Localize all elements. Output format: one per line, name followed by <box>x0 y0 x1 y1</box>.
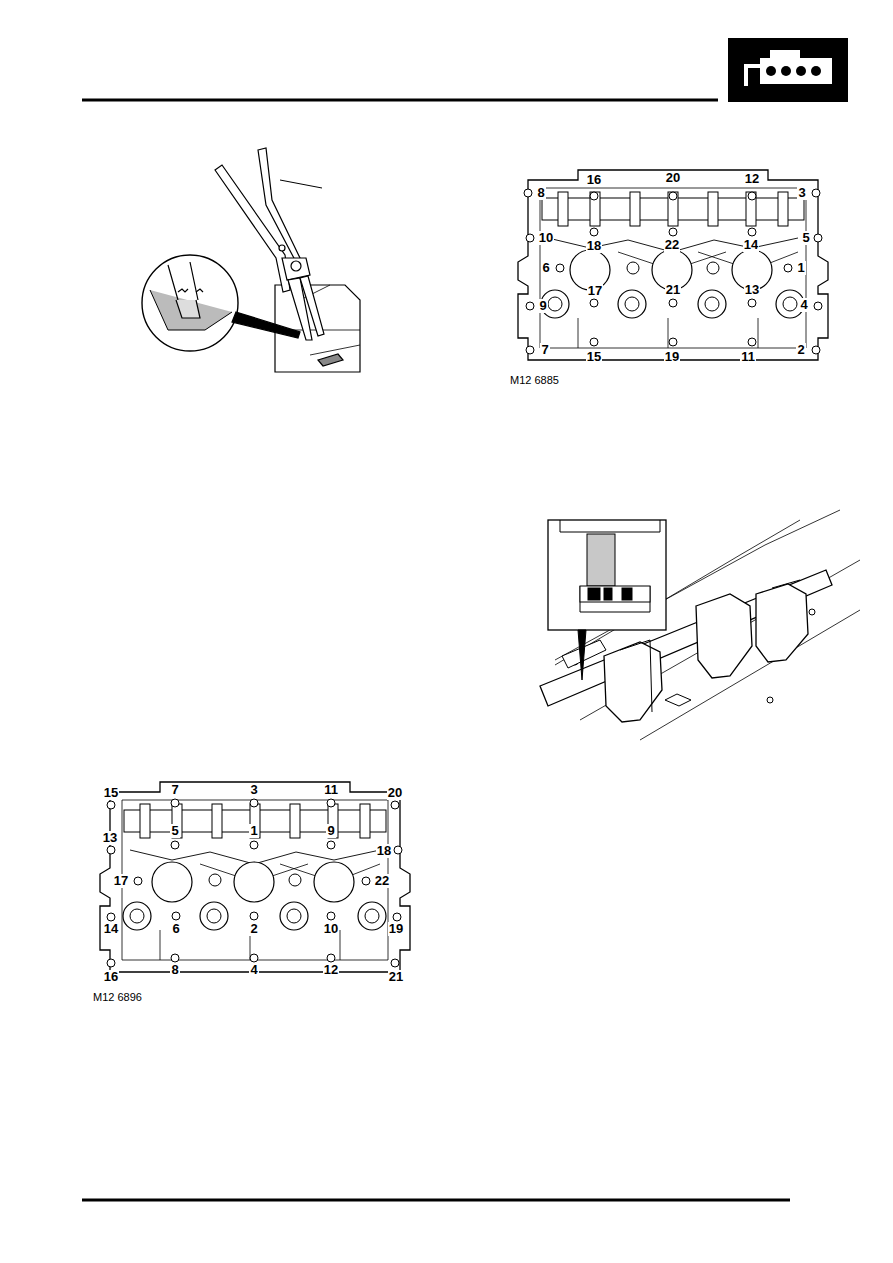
callout-number: 15 <box>586 350 602 364</box>
callout-number: 22 <box>374 874 390 888</box>
callout-number: 19 <box>388 922 404 936</box>
callout-number: 6 <box>171 922 180 936</box>
callout-number: 12 <box>744 172 760 186</box>
callout-number: 2 <box>249 922 258 936</box>
callout-number: 18 <box>376 844 392 858</box>
callout-number: 9 <box>538 299 547 313</box>
callout-number: 19 <box>664 350 680 364</box>
callout-number: 21 <box>665 283 681 297</box>
callout-number: 5 <box>801 231 810 245</box>
callout-number: 1 <box>249 824 258 838</box>
figure-code: M12 6885 <box>510 373 559 387</box>
callout-number: 14 <box>103 922 119 936</box>
callout-number: 13 <box>744 283 760 297</box>
callout-number: 18 <box>586 239 602 253</box>
figure-code: M12 6896 <box>93 990 142 1004</box>
callout-number: 12 <box>323 963 339 977</box>
callout-number: 11 <box>323 783 339 797</box>
callout-number: 8 <box>170 963 179 977</box>
callout-number: 6 <box>541 261 550 275</box>
callout-number: 8 <box>536 186 545 200</box>
callout-number: 22 <box>664 238 680 252</box>
callout-number: 9 <box>326 824 335 838</box>
callout-number: 7 <box>170 783 179 797</box>
callout-number: 1 <box>796 261 805 275</box>
callout-number: 17 <box>113 874 129 888</box>
callout-number: 2 <box>796 343 805 357</box>
callout-number: 5 <box>170 824 179 838</box>
callout-number: 14 <box>743 238 759 252</box>
callout-number: 7 <box>540 343 549 357</box>
callout-number: 4 <box>799 298 808 312</box>
callout-number: 20 <box>387 786 403 800</box>
callout-number: 3 <box>249 783 258 797</box>
callout-number: 10 <box>323 922 339 936</box>
callout-number: 16 <box>103 970 119 984</box>
callout-number: 21 <box>388 970 404 984</box>
callout-number: 13 <box>102 831 118 845</box>
callout-number: 3 <box>797 186 806 200</box>
callout-number: 17 <box>587 284 603 298</box>
callout-number: 16 <box>586 173 602 187</box>
callout-number: 15 <box>103 786 119 800</box>
callout-number: 10 <box>538 231 554 245</box>
callout-number: 20 <box>665 171 681 185</box>
callout-number: 4 <box>249 963 258 977</box>
callout-number: 11 <box>740 350 756 364</box>
